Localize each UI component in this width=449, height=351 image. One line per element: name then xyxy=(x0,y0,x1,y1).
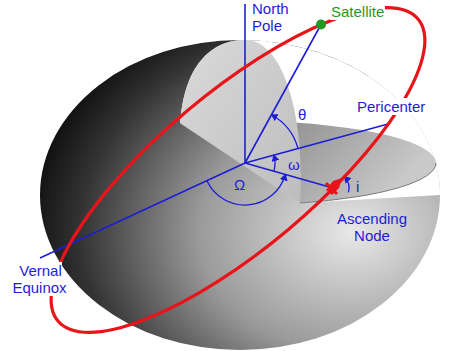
angle-symbol-text: θ xyxy=(298,106,306,123)
satellite-label: Satellite xyxy=(330,3,385,20)
angle-symbol-text: Ω xyxy=(234,176,245,193)
angle-symbol: Ω xyxy=(234,176,245,193)
raan-arc xyxy=(207,175,286,206)
angle-symbol: i xyxy=(356,178,359,195)
satellite-dot xyxy=(316,20,326,30)
meridian-face xyxy=(180,40,301,203)
node-label: Ascending Node xyxy=(322,210,422,244)
node-label-text: Ascending Node xyxy=(337,210,407,244)
pole-axis xyxy=(244,4,246,163)
sphere xyxy=(40,40,440,350)
anomaly-arc xyxy=(272,115,299,149)
pole-label-text: North Pole xyxy=(252,0,289,34)
argument-arc xyxy=(274,155,275,171)
equator-edge xyxy=(300,163,436,203)
angle-symbol-text: ω xyxy=(288,156,300,173)
inclination-arc xyxy=(344,177,349,193)
vernal-label: Vernal Equinox xyxy=(2,262,78,296)
cutaway xyxy=(180,40,440,203)
vernal-label-text: Vernal Equinox xyxy=(12,262,67,296)
node-marker-bar xyxy=(326,183,337,194)
node-marker xyxy=(326,178,342,195)
angle-symbol-text: i xyxy=(356,178,359,195)
reference-lines xyxy=(40,4,388,258)
angle-arcs xyxy=(207,115,349,205)
pole-label: North Pole xyxy=(252,0,302,34)
pericenter-label: Pericenter xyxy=(356,98,426,115)
satellite-label-text: Satellite xyxy=(330,3,385,20)
pericenter-label-text: Pericenter xyxy=(356,98,426,115)
angle-symbol: θ xyxy=(298,106,306,123)
angle-symbol: ω xyxy=(288,156,300,173)
pericenter-line xyxy=(245,124,388,163)
orbit xyxy=(8,0,449,351)
